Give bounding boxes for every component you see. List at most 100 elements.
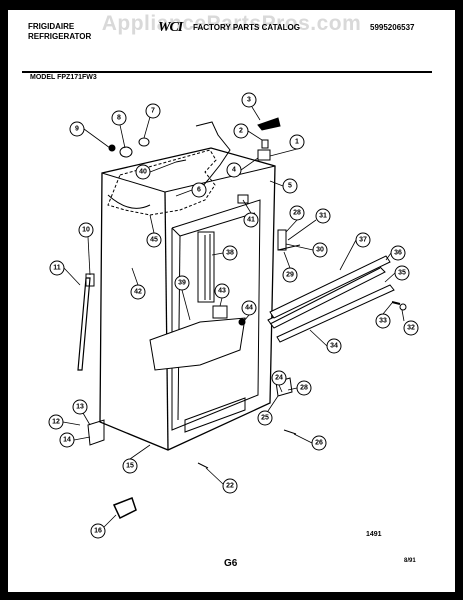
callout-circle [122, 458, 138, 474]
revision-date: 8/91 [404, 558, 416, 564]
callout-8: 8 [111, 110, 127, 126]
shelf-rails [267, 255, 395, 343]
callout-circle [90, 523, 106, 539]
callout-number: 16 [94, 528, 102, 535]
callout-number: 5 [288, 183, 292, 190]
callout-number: 36 [394, 250, 402, 257]
callout-number: 39 [178, 280, 186, 287]
callout-circle [355, 232, 371, 248]
callout-number: 24 [275, 375, 283, 382]
callout-32: 32 [403, 320, 419, 336]
callout-circle [289, 205, 305, 221]
callout-circle [214, 283, 230, 299]
page-code: G6 [224, 558, 238, 569]
callout-28b: 28 [289, 205, 305, 221]
callout-circle [296, 380, 312, 396]
callout-circle [311, 435, 327, 451]
callout-11: 11 [49, 260, 65, 276]
callout-circle [135, 164, 151, 180]
wci-logo: WCI [158, 20, 183, 35]
callout-42: 42 [130, 284, 146, 300]
callout-circle [326, 338, 342, 354]
callout-1: 1 [289, 134, 305, 150]
callout-circle [111, 110, 127, 126]
callout-number: 11 [53, 265, 61, 272]
callout-15: 15 [122, 458, 138, 474]
callout-28: 28 [296, 380, 312, 396]
watermark: AppliancePartsPros.com [101, 12, 362, 35]
callout-number: 26 [315, 440, 323, 447]
callout-circle [243, 212, 259, 228]
callout-number: 9 [75, 126, 79, 133]
callout-34: 34 [326, 338, 342, 354]
callout-26: 26 [311, 435, 327, 451]
callout-45: 45 [146, 232, 162, 248]
callout-2: 2 [233, 123, 249, 139]
callout-number: 25 [261, 415, 269, 422]
catalog-number: 5995206537 [370, 23, 415, 32]
cabinet-liner [149, 199, 261, 433]
callout-circle [390, 245, 406, 261]
callout-circle [69, 121, 85, 137]
callout-10: 10 [78, 222, 94, 238]
callout-39: 39 [174, 275, 190, 291]
callout-number: 7 [151, 108, 155, 115]
callout-33: 33 [375, 313, 391, 329]
callout-number: 43 [218, 288, 226, 295]
callout-12: 12 [48, 414, 64, 430]
callout-number: 12 [52, 419, 60, 426]
cabinet-shell [99, 121, 276, 451]
callout-number: 10 [82, 227, 90, 234]
small-parts [87, 117, 407, 520]
callout-circle [257, 410, 273, 426]
callout-number: 28 [293, 210, 301, 217]
callout-number: 29 [286, 272, 294, 279]
callout-number: 42 [134, 289, 142, 296]
callout-circle [375, 313, 391, 329]
catalog-title: FACTORY PARTS CATALOG [193, 23, 300, 32]
callout-number: 6 [197, 187, 201, 194]
callout-circle [59, 432, 75, 448]
leader-lines [62, 106, 405, 528]
callout-number: 45 [150, 237, 158, 244]
callout-30: 30 [312, 242, 328, 258]
callout-circle [233, 123, 249, 139]
callout-5: 5 [282, 178, 298, 194]
callout-circle [146, 232, 162, 248]
callout-circle [222, 245, 238, 261]
callout-14: 14 [59, 432, 75, 448]
callout-circle [78, 222, 94, 238]
callout-38: 38 [222, 245, 238, 261]
callout-16: 16 [90, 523, 106, 539]
callout-circle [130, 284, 146, 300]
callout-circle [72, 399, 88, 415]
callout-43: 43 [214, 283, 230, 299]
callout-number: 41 [247, 217, 255, 224]
model-label: MODEL FPZ171FW3 [30, 74, 97, 81]
callout-number: 1 [295, 139, 299, 146]
callout-circle [49, 260, 65, 276]
callout-circle [145, 103, 161, 119]
callout-number: 2 [239, 128, 243, 135]
callout-circle [315, 208, 331, 224]
callout-number: 14 [63, 437, 71, 444]
callout-24: 24 [271, 370, 287, 386]
callout-number: 3 [247, 97, 251, 104]
brand-name: FRIGIDAIRE [28, 22, 75, 31]
callout-number: 28 [300, 385, 308, 392]
callout-number: 37 [359, 237, 367, 244]
callout-circle [226, 162, 242, 178]
callout-36: 36 [390, 245, 406, 261]
header-rule [22, 71, 432, 73]
callout-number: 33 [379, 318, 387, 325]
callout-number: 13 [76, 404, 84, 411]
callout-number: 34 [330, 343, 338, 350]
callout-number: 30 [316, 247, 324, 254]
diagram-code: 1491 [366, 531, 382, 538]
callout-number: 4 [232, 167, 236, 174]
callout-6: 6 [191, 182, 207, 198]
callout-number: 22 [226, 483, 234, 490]
callout-number: 35 [398, 270, 406, 277]
callout-37: 37 [355, 232, 371, 248]
